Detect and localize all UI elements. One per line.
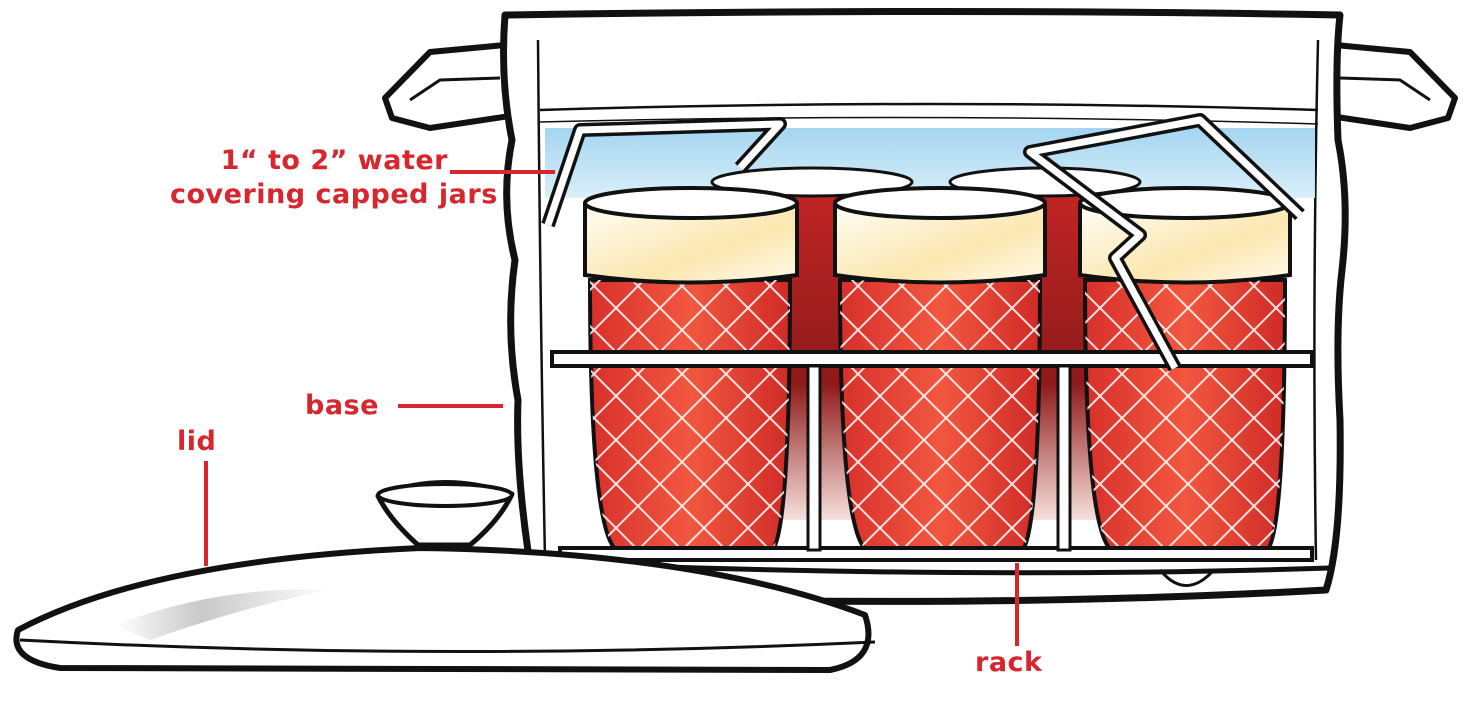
lid-knob-icon xyxy=(378,482,512,545)
jar-3-icon xyxy=(1080,188,1290,552)
jar-1-icon xyxy=(585,188,797,552)
water-level-label-line2: covering capped jars xyxy=(170,178,448,212)
jar-2-icon xyxy=(835,188,1045,552)
water-level-label: 1“ to 2” water covering capped jars xyxy=(170,144,448,212)
base-label: base xyxy=(305,389,379,423)
left-handle-icon xyxy=(385,45,510,128)
rack-label: rack xyxy=(975,646,1043,680)
lid-label: lid xyxy=(177,425,216,459)
canner-pot xyxy=(385,12,1455,602)
water-level-label-line1: 1“ to 2” water xyxy=(170,144,448,178)
right-handle-icon xyxy=(1330,45,1455,128)
